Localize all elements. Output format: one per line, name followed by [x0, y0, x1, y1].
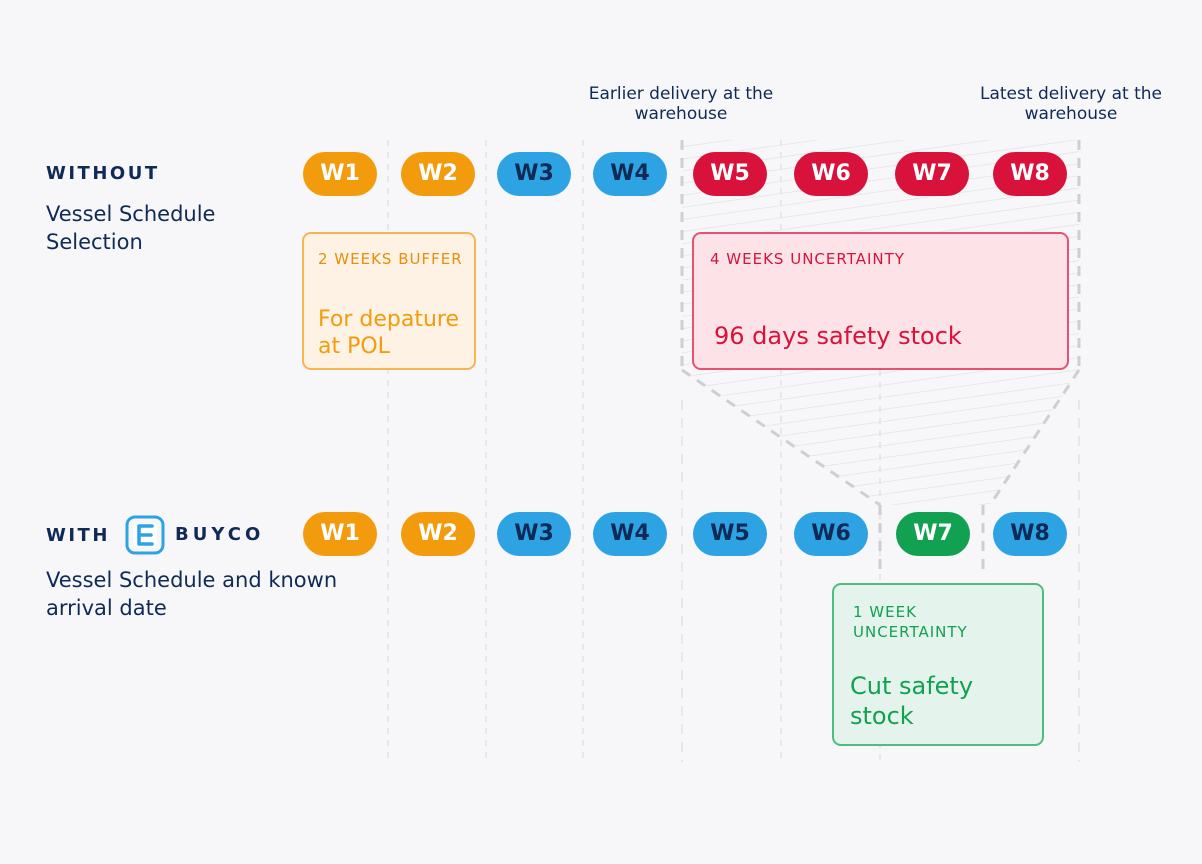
week-pill-w7: W7	[896, 512, 970, 556]
week-pill-w2: W2	[401, 152, 475, 196]
earlier-delivery-label: Earlier delivery at the warehouse	[588, 84, 774, 124]
funnel-slope-left	[681, 368, 881, 507]
week-pill-w2: W2	[401, 512, 475, 556]
week-pill-w5: W5	[693, 512, 767, 556]
week-pill-w8: W8	[993, 512, 1067, 556]
uncertainty-caption: 4 WEEKS UNCERTAINTY	[710, 250, 905, 268]
week-pill-w5: W5	[693, 152, 767, 196]
week-pill-w7: W7	[895, 152, 969, 196]
buffer-text: For depature at POL	[318, 307, 459, 359]
uncertainty-box-1-week: 1 WEEK UNCERTAINTY Cut safety stock	[832, 583, 1044, 746]
without-heading: WITHOUT	[46, 163, 160, 184]
cut-safety-stock-text: Cut safety stock	[850, 672, 974, 730]
week-pill-w3: W3	[497, 152, 571, 196]
buffer-box: 2 WEEKS BUFFER For depature at POL	[302, 232, 476, 370]
uncertainty-box-4-weeks: 4 WEEKS UNCERTAINTY 96 days safety stock	[692, 232, 1069, 370]
funnel-slope-right	[988, 369, 1081, 506]
week-pill-w1: W1	[303, 152, 377, 196]
with-heading: WITH	[46, 525, 110, 546]
buyco-logo-icon	[125, 515, 165, 555]
week-pill-w6: W6	[794, 152, 868, 196]
week-pill-w6: W6	[794, 512, 868, 556]
without-subtitle: Vessel Schedule Selection	[46, 202, 216, 254]
week-pill-w3: W3	[497, 512, 571, 556]
one-week-caption: 1 WEEK UNCERTAINTY	[853, 603, 968, 641]
with-subtitle: Vessel Schedule and known arrival date	[46, 568, 338, 620]
week-pill-w1: W1	[303, 512, 377, 556]
week-pill-w4: W4	[593, 152, 667, 196]
week-pill-w4: W4	[593, 512, 667, 556]
buffer-caption: 2 WEEKS BUFFER	[318, 250, 463, 268]
week-pill-w8: W8	[993, 152, 1067, 196]
buyco-brand-text: BUYCO	[175, 524, 265, 545]
latest-delivery-label: Latest delivery at the warehouse	[980, 84, 1162, 124]
uncertainty-text: 96 days safety stock	[714, 322, 962, 350]
